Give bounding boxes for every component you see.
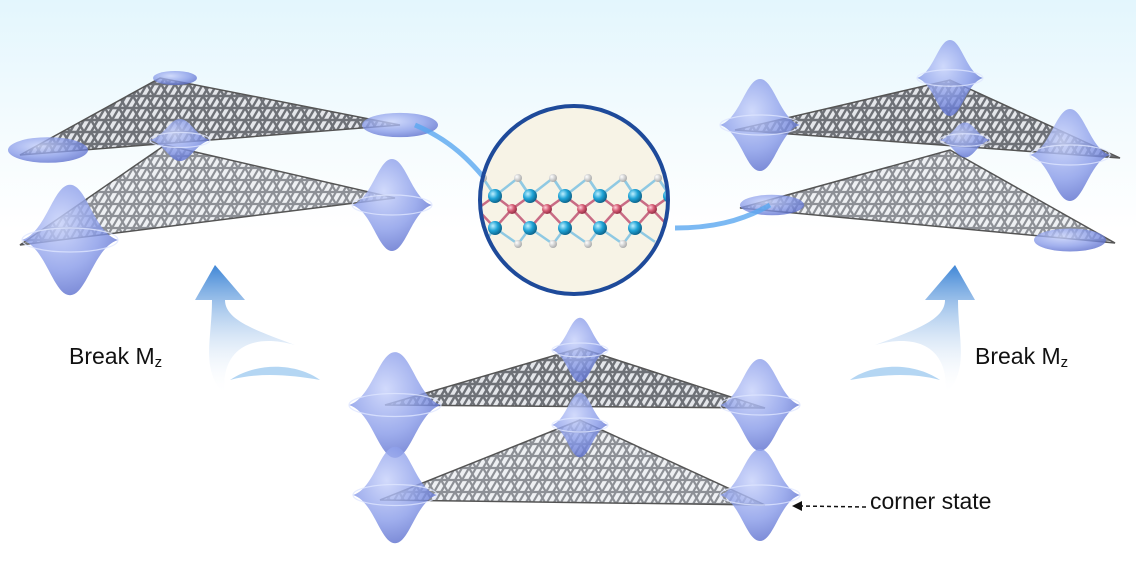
corner-state-lobe (349, 352, 441, 458)
atomic-bond (687, 196, 705, 209)
corner-state-ring (149, 131, 211, 149)
corner-state-lobe (352, 159, 432, 251)
atomic-bond (670, 196, 687, 209)
corner-state-lobe (353, 446, 437, 544)
atomic-structure-inset (444, 104, 705, 296)
break-mz-label-left: Break Mz (69, 343, 163, 371)
corner-state-disk (1034, 228, 1106, 252)
atom-blue (558, 189, 572, 203)
atom-blue (628, 221, 642, 235)
atom-blue (593, 189, 607, 203)
corner-state-label: corner state (870, 488, 992, 514)
top-right-upper-sheet (734, 79, 1121, 159)
corner-state-ring (719, 394, 801, 416)
corner-state-ring (1029, 144, 1111, 166)
atom-blue (488, 221, 502, 235)
corner-state-ring (21, 227, 119, 253)
atom-white (584, 240, 592, 248)
break-arrow-left (195, 265, 320, 395)
atomic-bond (448, 178, 460, 196)
atomic-bond (460, 209, 477, 228)
corner-state-lobe (150, 119, 210, 161)
bottom-lower-sheet (379, 419, 766, 506)
atom-white (514, 174, 522, 182)
atomic-bond (460, 196, 477, 209)
atom-red (612, 204, 622, 214)
corner-state-lobe (917, 40, 983, 116)
corner-state-pointer (792, 501, 867, 511)
corner-state-ring (352, 483, 438, 507)
atom-white (619, 174, 627, 182)
atom-white (549, 174, 557, 182)
atom-blue (558, 221, 572, 235)
atom-blue (523, 189, 537, 203)
bilayer-sheets (19, 77, 1121, 506)
atom-blue (453, 189, 467, 203)
atom-white (481, 240, 487, 248)
corner-state-ring (719, 114, 801, 136)
atom-blue (453, 221, 467, 235)
corner-state-disk (8, 137, 88, 163)
atom-blue (488, 189, 502, 203)
atom-red (577, 204, 587, 214)
atom-blue (523, 221, 537, 235)
atom-blue (593, 221, 607, 235)
corner-state-lobe (720, 449, 800, 541)
atomic-bond (481, 226, 484, 246)
corner-state-lobe (552, 317, 608, 383)
atomic-bond (670, 209, 687, 228)
corner-states (8, 40, 1111, 544)
corner-state-ring (551, 417, 609, 433)
atom-red (507, 204, 517, 214)
corner-state-ring (351, 194, 433, 216)
atom-red (682, 204, 692, 214)
atomic-bond (448, 228, 460, 244)
inset-pointer-left (414, 122, 492, 187)
atom-white (514, 240, 522, 248)
atom-blue (628, 189, 642, 203)
corner-state-ring (916, 69, 984, 87)
atom-red (647, 204, 657, 214)
corner-state-lobe (720, 359, 800, 451)
corner-state-ring (719, 484, 801, 506)
corner-state-disk (362, 112, 438, 138)
break-mz-label-right: Break Mz (975, 343, 1069, 371)
corner-state-lobe (720, 79, 800, 171)
atom-white (619, 240, 627, 248)
corner-state-disk (740, 194, 804, 216)
top-left-lower-sheet (19, 144, 396, 246)
atom-red (542, 204, 552, 214)
corner-state-disk (153, 70, 197, 86)
atom-blue (663, 189, 667, 203)
atom-white (584, 174, 592, 182)
atom-white (549, 240, 557, 248)
corner-state-lobe (940, 122, 990, 158)
atom-white (689, 174, 697, 182)
corner-state-ring (551, 342, 609, 358)
inset-pointer-right (674, 202, 772, 231)
atomic-bond (693, 178, 705, 196)
atom-white (654, 174, 662, 182)
corner-state-lobe (552, 392, 608, 458)
atomic-bond (670, 178, 693, 196)
corner-state-lobe (22, 184, 118, 296)
corner-state-lobe (1030, 109, 1110, 201)
break-arrow-right (850, 265, 975, 395)
atom-white (444, 240, 452, 248)
top-right-lower-sheet (739, 149, 1116, 244)
corner-state-ring (348, 392, 442, 418)
corner-state-ring (939, 133, 991, 147)
